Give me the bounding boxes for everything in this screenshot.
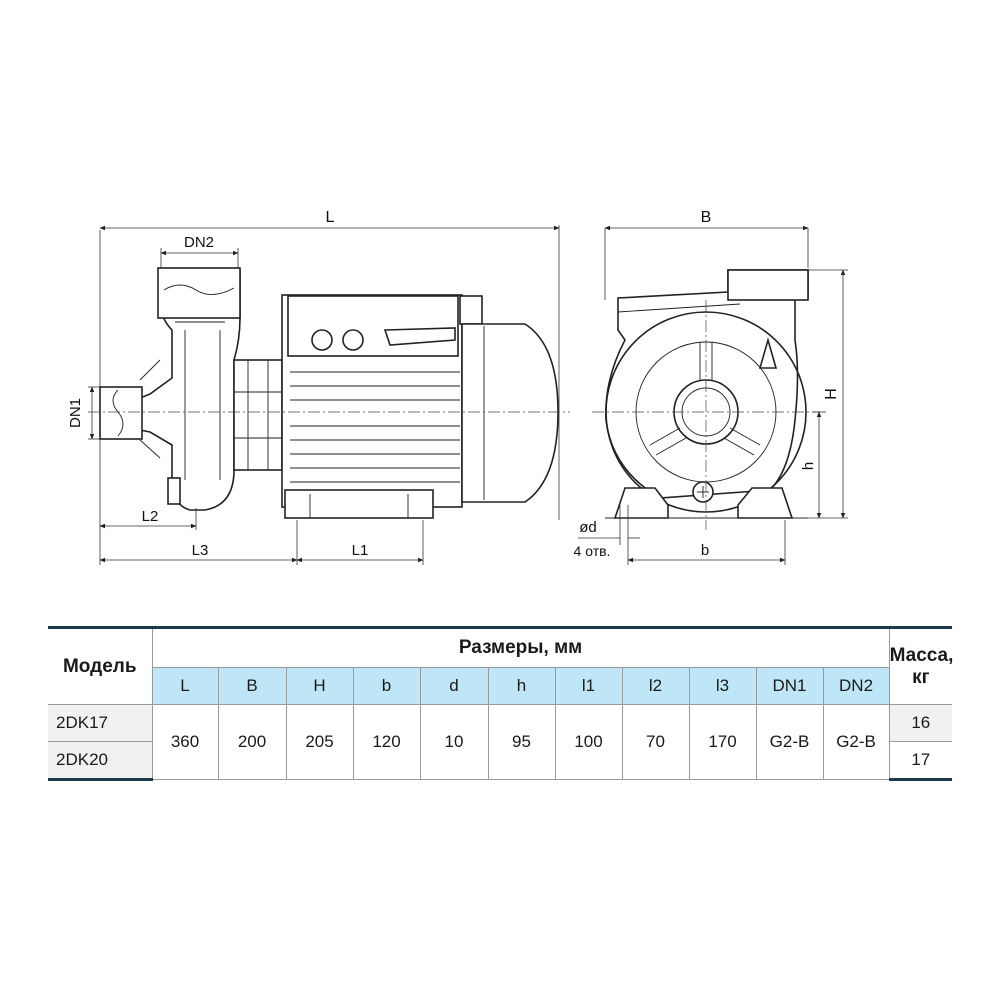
table-row: 2DK17 360 200 205 120 10 95 100 70 170 G… — [48, 704, 953, 780]
value-cell: G2-B — [822, 704, 890, 780]
col-header: B — [217, 667, 287, 705]
value-cell: 70 — [621, 704, 690, 780]
col-header: d — [419, 667, 489, 705]
col-header: DN1 — [755, 667, 824, 705]
label-B: B — [701, 209, 712, 226]
table-row: 2DK20 17 — [48, 741, 953, 781]
value-cell: 100 — [554, 704, 623, 780]
value-cell: 10 — [419, 704, 489, 780]
motor-fins — [290, 371, 460, 483]
mass-header: Масса, кг — [888, 626, 953, 705]
rotation-arrow-icon — [758, 337, 778, 369]
mass-value: 17 — [888, 741, 953, 781]
label-DN1: DN1 — [67, 398, 84, 428]
label-L: L — [326, 209, 335, 226]
dims-header: Размеры, мм — [151, 626, 890, 668]
value-cell: G2-B — [755, 704, 824, 780]
value-cell: 95 — [487, 704, 556, 780]
side-view: L DN2 DN1 L2 L3 L1 — [67, 209, 570, 565]
label-L3: L3 — [192, 542, 209, 559]
label-DN2: DN2 — [184, 234, 214, 251]
label-holes: 4 отв. — [574, 543, 611, 559]
col-header: h — [487, 667, 556, 705]
value-cell: 200 — [217, 704, 287, 780]
value-cell: 170 — [688, 704, 757, 780]
col-header: l2 — [621, 667, 690, 705]
col-header: L — [151, 667, 219, 705]
model-name: 2DK17 — [48, 704, 153, 742]
value-cell: 120 — [352, 704, 421, 780]
label-L1: L1 — [352, 542, 369, 559]
front-view: B H h ød 4 отв. b — [574, 209, 848, 565]
col-header: H — [285, 667, 354, 705]
col-header: l1 — [554, 667, 623, 705]
label-h: h — [800, 462, 817, 470]
model-name: 2DK20 — [48, 741, 153, 781]
col-header: l3 — [688, 667, 757, 705]
pump-dimension-drawing: L DN2 DN1 L2 L3 L1 — [67, 209, 848, 565]
value-cell: 360 — [151, 704, 219, 780]
label-H: H — [823, 388, 840, 400]
col-header: b — [352, 667, 421, 705]
label-L2: L2 — [142, 508, 159, 525]
spec-table: Модель Размеры, мм Масса, кг L B H b d h… — [48, 626, 953, 781]
label-d: ød — [579, 519, 597, 536]
mass-value: 16 — [888, 704, 953, 742]
model-header: Модель — [48, 626, 153, 705]
label-b: b — [701, 542, 709, 559]
value-cell: 205 — [285, 704, 354, 780]
col-header: DN2 — [822, 667, 890, 705]
